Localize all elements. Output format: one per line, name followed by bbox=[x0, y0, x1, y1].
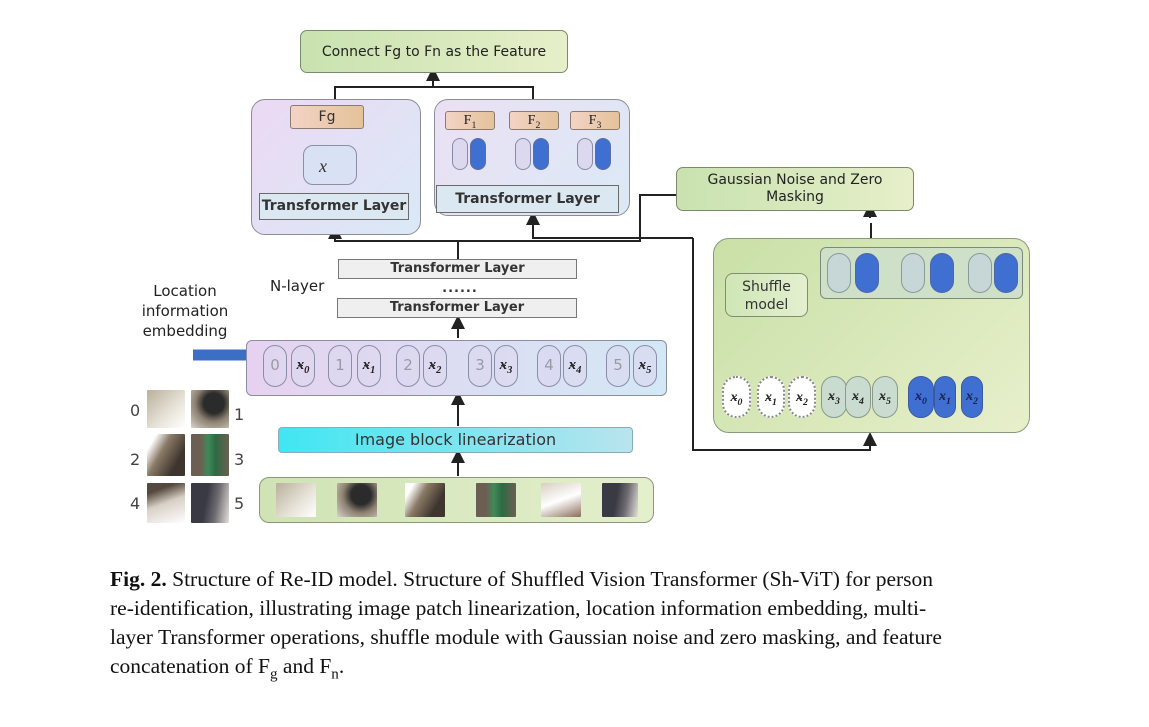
grid-patch-2 bbox=[147, 434, 185, 476]
blue-token-x0: x0 bbox=[908, 376, 934, 418]
fg-feature-box: Fg bbox=[290, 105, 364, 129]
grid-label-1: 1 bbox=[234, 405, 245, 424]
image-block-linearization-bar: Image block linearization bbox=[278, 427, 633, 453]
embedding-row bbox=[246, 340, 667, 396]
grid-patch-4 bbox=[147, 483, 185, 523]
position-index-3: 3 bbox=[468, 345, 492, 387]
patch-token-x0: x0 bbox=[291, 345, 315, 387]
position-index-2: 2 bbox=[396, 345, 420, 387]
masked-token-x2: x2 bbox=[788, 376, 816, 418]
position-index-0: 0 bbox=[263, 345, 287, 387]
caption-line-4: concatenation of Fg and Fn. bbox=[110, 654, 345, 683]
figure-caption: Fig. 2. Structure of Re-ID model. Struct… bbox=[110, 565, 1110, 689]
position-index-5: 5 bbox=[606, 345, 630, 387]
image-patch-row bbox=[259, 477, 654, 523]
noise-to-local-line bbox=[870, 223, 872, 240]
shuffled-token-light-2 bbox=[901, 253, 925, 293]
grid-patch-1 bbox=[191, 390, 229, 428]
nlayer-to-global-line bbox=[328, 225, 459, 259]
nlayer-ellipsis: ...... bbox=[442, 281, 478, 296]
location-embedding-label: Location information embedding bbox=[141, 282, 229, 340]
row-patch-0 bbox=[276, 483, 316, 517]
caption-figure-number: Fig. 2. bbox=[110, 567, 167, 591]
row-patch-1 bbox=[337, 483, 377, 517]
masked-token-x1: x1 bbox=[757, 376, 785, 418]
shuffle-model-label-box: Shuffle model bbox=[725, 273, 808, 317]
position-index-4: 4 bbox=[537, 345, 561, 387]
gaussian-noise-box: Gaussian Noise and Zero Masking bbox=[676, 167, 914, 211]
f1-feature-box: F1 bbox=[445, 111, 495, 131]
nlayer-bottom-transformer: Transformer Layer bbox=[337, 298, 577, 318]
patch-token-x3: x3 bbox=[494, 345, 518, 387]
local-transformer-layer: Transformer Layer bbox=[436, 185, 619, 213]
local-token-light-1 bbox=[452, 138, 468, 170]
caption-line-2: re-identification, illustrating image pa… bbox=[110, 596, 927, 620]
connect-feature-label: Connect Fg to Fn as the Feature bbox=[321, 44, 547, 60]
patch-token-x4: x4 bbox=[563, 345, 587, 387]
position-index-1: 1 bbox=[328, 345, 352, 387]
row-patch-5 bbox=[602, 483, 638, 517]
grey-token-x3: x3 bbox=[821, 376, 847, 418]
grey-token-x5: x5 bbox=[872, 376, 898, 418]
row-patch-4 bbox=[541, 483, 581, 517]
nlayer-top-transformer: Transformer Layer bbox=[338, 259, 577, 279]
vector-x-node: x⃗ bbox=[303, 145, 357, 185]
grid-label-3: 3 bbox=[234, 450, 245, 469]
shuffled-token-dark-1 bbox=[855, 253, 879, 293]
f3-feature-box: F3 bbox=[570, 111, 620, 131]
grid-label-5: 5 bbox=[234, 494, 245, 513]
local-token-dark-1 bbox=[470, 138, 486, 170]
blue-token-x2: x2 bbox=[961, 376, 983, 418]
grid-label-0: 0 bbox=[130, 401, 141, 420]
shuffled-token-light-3 bbox=[968, 253, 992, 293]
local-token-light-3 bbox=[577, 138, 593, 170]
patch-token-x1: x1 bbox=[357, 345, 381, 387]
image-patch-grid bbox=[144, 390, 234, 523]
connect-feature-box: Connect Fg to Fn as the Feature bbox=[300, 30, 568, 73]
grid-label-2: 2 bbox=[130, 450, 141, 469]
patch-token-x2: x2 bbox=[423, 345, 447, 387]
grid-label-4: 4 bbox=[130, 494, 141, 513]
f2-feature-box: F2 bbox=[509, 111, 559, 131]
nlayer-label: N-layer bbox=[270, 277, 325, 295]
local-token-light-2 bbox=[515, 138, 531, 170]
shuffled-token-dark-3 bbox=[994, 253, 1018, 293]
feature-merge-line bbox=[334, 86, 534, 99]
masked-token-x0: x0 bbox=[722, 376, 751, 418]
shuffled-token-light-1 bbox=[827, 253, 851, 293]
local-token-dark-2 bbox=[533, 138, 549, 170]
caption-line-3: layer Transformer operations, shuffle mo… bbox=[110, 625, 942, 649]
grid-patch-5 bbox=[191, 483, 229, 523]
shuffled-token-dark-2 bbox=[930, 253, 954, 293]
blue-token-x1: x1 bbox=[934, 376, 956, 418]
patch-token-x5: x5 bbox=[633, 345, 657, 387]
grid-patch-0 bbox=[147, 390, 185, 428]
global-transformer-layer: Transformer Layer bbox=[259, 193, 409, 220]
caption-line-1: Fig. 2. Structure of Re-ID model. Struct… bbox=[110, 567, 934, 591]
row-patch-2 bbox=[405, 483, 445, 517]
row-patch-3 bbox=[476, 483, 516, 517]
local-token-dark-3 bbox=[595, 138, 611, 170]
grey-token-x4: x4 bbox=[845, 376, 871, 418]
grid-patch-3 bbox=[191, 434, 229, 476]
